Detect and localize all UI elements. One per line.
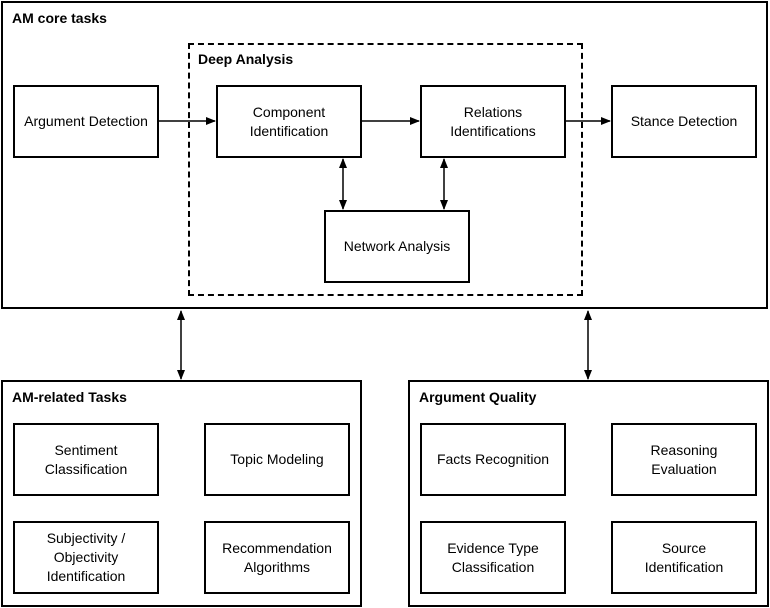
component-identification-label: Component Identification: [249, 103, 329, 139]
source-identification-box: Source Identification: [611, 521, 757, 594]
recommendation-algorithms-box: Recommendation Algorithms: [204, 521, 350, 594]
argument-quality-title: Argument Quality: [419, 389, 537, 405]
argument-detection-box: Argument Detection: [13, 85, 159, 158]
stance-detection-box: Stance Detection: [611, 85, 757, 158]
source-identification-label: Source Identification: [644, 539, 724, 575]
network-analysis-box: Network Analysis: [324, 210, 470, 283]
am-core-tasks-title: AM core tasks: [12, 10, 107, 26]
reasoning-evaluation-box: Reasoning Evaluation: [611, 423, 757, 496]
evidence-type-classification-label: Evidence Type Classification: [447, 539, 539, 575]
component-identification-box: Component Identification: [216, 85, 362, 158]
deep-analysis-title: Deep Analysis: [198, 51, 294, 67]
evidence-type-classification-box: Evidence Type Classification: [420, 521, 566, 594]
topic-modeling-box: Topic Modeling: [204, 423, 350, 496]
stance-detection-label: Stance Detection: [630, 113, 738, 129]
facts-recognition-box: Facts Recognition: [420, 423, 566, 496]
network-analysis-label: Network Analysis: [343, 238, 451, 254]
topic-modeling-label: Topic Modeling: [230, 451, 324, 467]
deep-analysis-group: Deep Analysis: [188, 43, 583, 296]
reasoning-evaluation-label: Reasoning Evaluation: [650, 441, 718, 477]
relations-identifications-box: Relations Identifications: [420, 85, 566, 158]
sentiment-classification-label: Sentiment Classification: [44, 441, 128, 477]
subjectivity-objectivity-identification-box: Subjectivity / Objectivity Identificatio…: [13, 521, 159, 594]
facts-recognition-label: Facts Recognition: [436, 451, 550, 467]
argument-detection-label: Argument Detection: [24, 113, 148, 129]
am-related-tasks-title: AM-related Tasks: [12, 389, 127, 405]
subjectivity-objectivity-identification-label: Subjectivity / Objectivity Identificatio…: [46, 530, 126, 584]
relations-identifications-label: Relations Identifications: [450, 103, 536, 139]
recommendation-algorithms-label: Recommendation Algorithms: [222, 539, 332, 575]
sentiment-classification-box: Sentiment Classification: [13, 423, 159, 496]
